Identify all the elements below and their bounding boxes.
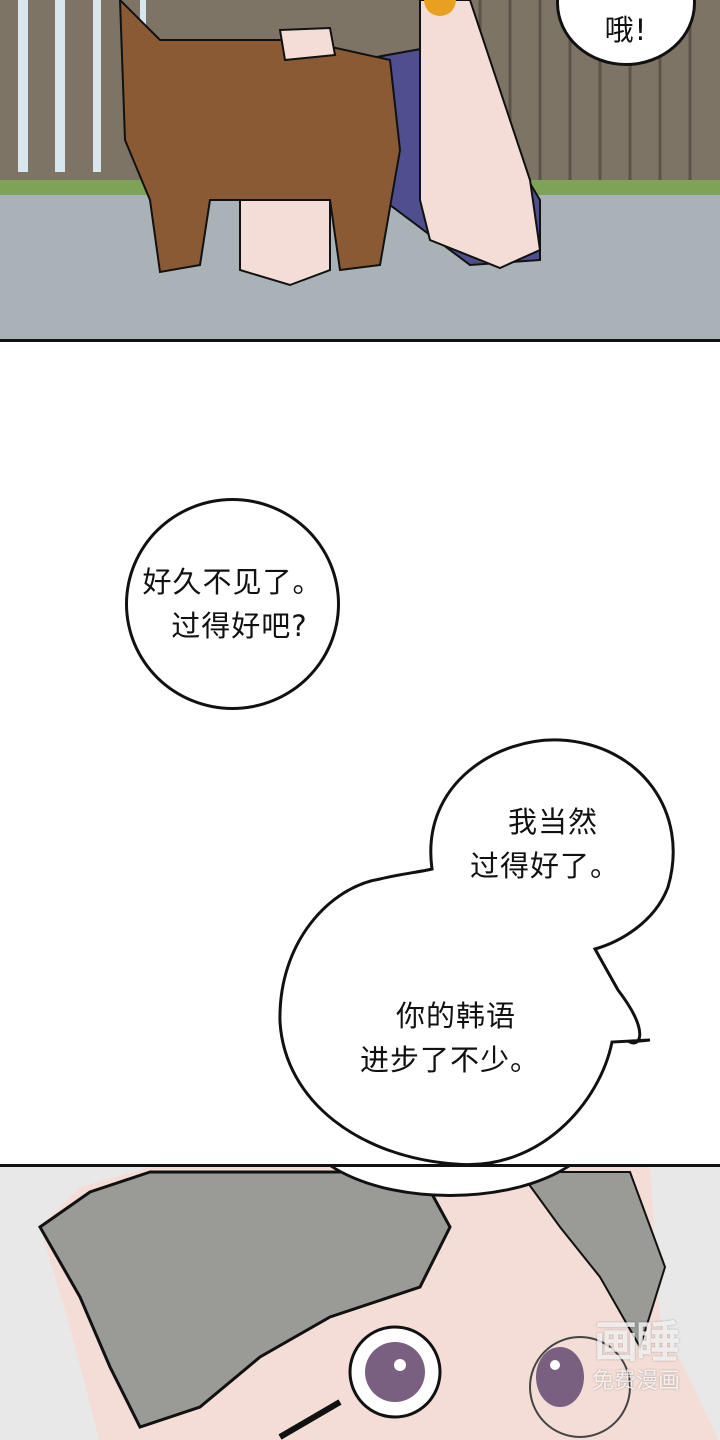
watermark-logo: 画睡 [593, 1317, 680, 1368]
boy-closeup-illustration [38, 1167, 719, 1440]
speech-bubble-shapes [278, 738, 675, 1164]
bubble-text-line: 好久不见了。 [142, 565, 323, 599]
bubble-text-line: 你的韩语 [396, 999, 517, 1033]
dog-scene-illustration [0, 0, 720, 339]
bubble-text-korean-improved: 你的韩语 进步了不少。 [360, 994, 580, 1082]
bubble-text-line: 过得好了。 [470, 849, 621, 883]
panel-bottom-boy-closeup: 画睡 免费漫画 [0, 1164, 720, 1440]
watermark-subtitle: 免费漫画 [591, 1369, 680, 1394]
speech-bubble-long-time-no-see: 好久不见了。 过得好吧? [125, 498, 340, 710]
bubble-text-line: 我当然 [508, 805, 599, 839]
panel-top-dog-scene: 哦! [0, 0, 720, 342]
bubble-text-of-course: 我当然 过得好了。 [470, 800, 650, 888]
bubble-text-line: 过得好吧? [171, 609, 308, 643]
panel-middle-dialogue: 好久不见了。 过得好吧? 我当然 过得好了。 你的韩语 进步了不少。 [0, 342, 720, 1164]
bubble-text-line: 进步了不少。 [360, 1043, 541, 1077]
watermark: 画睡 免费漫画 [592, 1317, 680, 1395]
bubble-text-line: 哦! [604, 13, 648, 47]
